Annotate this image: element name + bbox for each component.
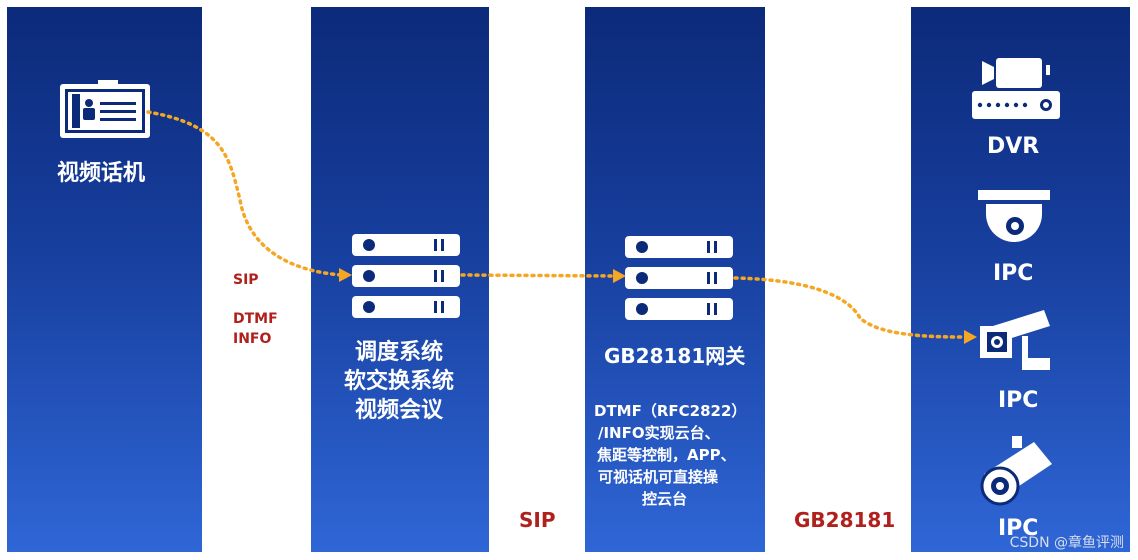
gateway-desc-3: 焦距等控制，APP、: [597, 446, 736, 464]
device-label-dvr: DVR: [987, 134, 1040, 159]
box-camera-icon: [980, 310, 1050, 370]
dispatch-line-2: 软交换系统: [344, 369, 455, 394]
watermark: CSDN @章鱼评测: [1009, 535, 1124, 551]
protocol-left-dtmf: DTMF: [233, 311, 278, 327]
video-phone-icon: [60, 80, 150, 138]
dispatch-line-1: 调度系统: [355, 340, 444, 365]
flow-arrow-phone-to-dispatch: [146, 110, 344, 277]
dvr-icon: [972, 58, 1060, 119]
flow-arrow-gateway-to-ipc: [733, 276, 967, 339]
server-icon: [625, 236, 733, 320]
protocol-left-info: INFO: [233, 331, 272, 347]
terminal-label: 视频话机: [57, 161, 146, 186]
device-label-ipc-1: IPC: [993, 261, 1034, 286]
protocol-left-sip: SIP: [233, 272, 259, 288]
dispatch-line-3: 视频会议: [355, 398, 444, 423]
protocol-bottom-sip: SIP: [519, 508, 556, 532]
flow-arrow-dispatch-to-gateway: [460, 273, 617, 278]
server-icon: [352, 234, 460, 318]
gateway-desc-4: 可视话机可直接操: [598, 468, 719, 486]
gateway-label: GB28181网关: [604, 344, 746, 368]
gateway-desc-2: /INFO实现云台、: [598, 424, 720, 442]
device-label-ipc-3: IPC: [998, 516, 1039, 541]
protocol-bottom-gb28181: GB28181: [794, 508, 896, 532]
device-label-ipc-2: IPC: [998, 388, 1039, 413]
gateway-desc-1: DTMF（RFC2822）: [594, 402, 747, 420]
bullet-camera-icon: [980, 436, 1052, 506]
gateway-desc-5: 控云台: [642, 490, 688, 508]
dome-camera-icon: [978, 190, 1050, 242]
